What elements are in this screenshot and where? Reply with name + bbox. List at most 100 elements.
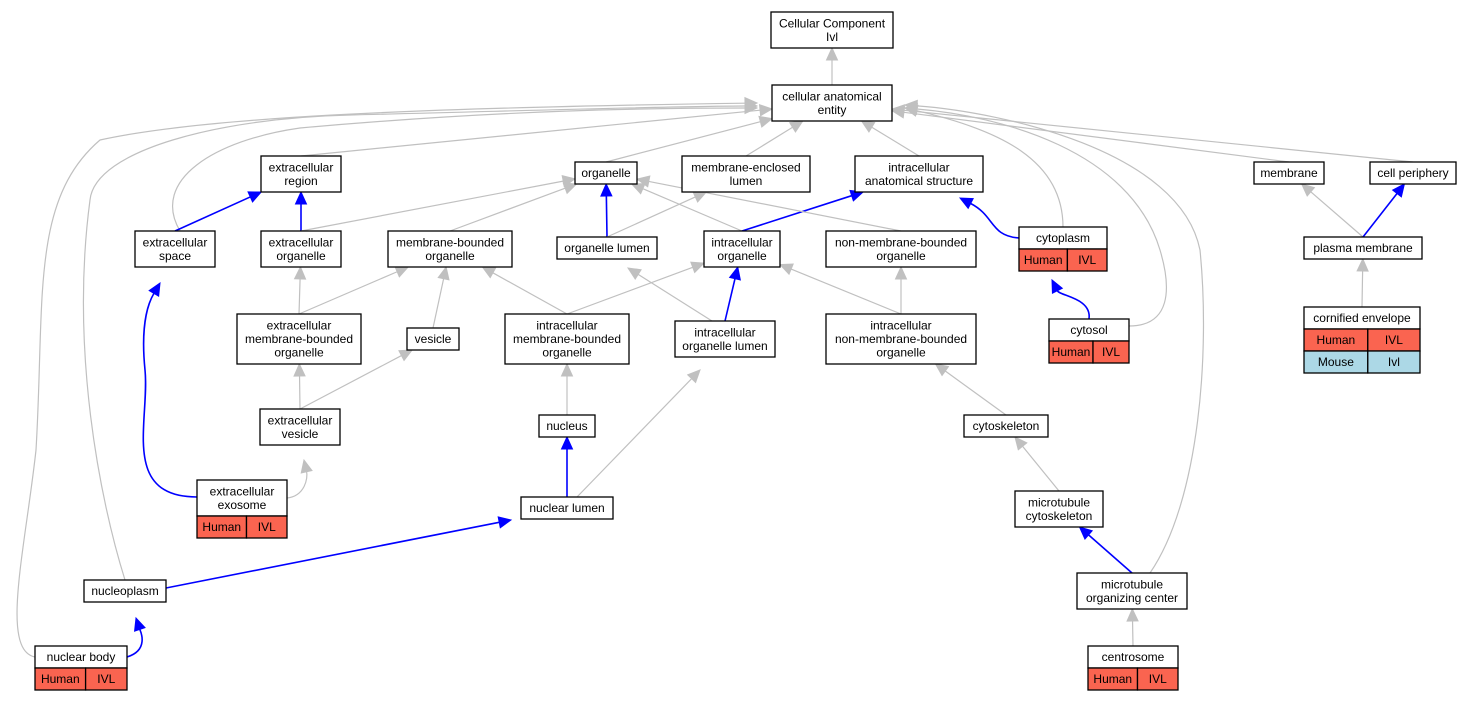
edge-line (286, 471, 308, 499)
edge-organelle-lumen-to-membrane-enclosed-lumen (606, 191, 708, 238)
annotation-species: Human (1093, 672, 1132, 686)
edge-line (871, 126, 920, 157)
node-label: extracellular (210, 484, 275, 498)
node-label: plasma membrane (1313, 241, 1413, 255)
node-label: organelle (876, 346, 926, 360)
edge-line (1088, 534, 1133, 574)
node-box (196, 479, 288, 517)
edge-microtubule-cytoskeleton-to-cytoskeleton (1014, 436, 1060, 492)
edge-plasma-membrane-to-membrane (1300, 183, 1364, 238)
annotation-species: Human (1052, 345, 1091, 359)
edge-cytosol-to-cellular-anatomical-entity (903, 102, 1167, 327)
node-nuclear-lumen[interactable]: nuclear lumen (520, 496, 614, 520)
edge-line (82, 105, 746, 581)
node-box (574, 161, 638, 185)
node-nucleus[interactable]: nucleus (538, 414, 596, 438)
node-label: intracellular (870, 319, 931, 333)
arrowhead (1356, 257, 1369, 272)
edge-line (299, 355, 402, 410)
node-label: entity (818, 103, 847, 117)
edge-membrane-enclosed-lumen-to-cellular-anatomical-entity (745, 120, 804, 157)
node-box (1303, 236, 1423, 260)
edge-line (174, 196, 251, 232)
node-label: cytoplasm (1036, 231, 1090, 245)
node-organelle[interactable]: organelle (574, 161, 638, 185)
arrowhead (497, 516, 513, 529)
arrowhead (728, 265, 741, 281)
arrowhead (1391, 183, 1406, 198)
annotation-cell (1066, 248, 1108, 272)
node-nucleoplasm[interactable]: nucleoplasm (83, 579, 167, 603)
edge-intracellular-membrane-bounded-organelle-to-membrane-bounded-organelle (481, 266, 568, 315)
arrowhead (894, 265, 908, 280)
edge-line (172, 107, 746, 232)
node-label: cell periphery (1377, 166, 1448, 180)
edge-extracellular-membrane-bounded-organelle-to-membrane-bounded-organelle (298, 266, 410, 315)
annotation-gene: Ivl (1388, 355, 1400, 369)
arrowhead (778, 263, 794, 276)
node-label: intracellular (694, 325, 755, 339)
annotation-species: Mouse (1318, 355, 1354, 369)
node-box (556, 236, 658, 260)
arrowhead (133, 616, 146, 632)
node-box (538, 414, 596, 438)
annotation-gene: IVL (1102, 345, 1120, 359)
edge-cellular-anatomical-entity-to-cellular-component (825, 46, 839, 85)
arrowhead (300, 458, 313, 474)
node-box (406, 327, 460, 351)
node-box (963, 414, 1049, 438)
node-label: nucleoplasm (91, 584, 158, 598)
edge-line (300, 109, 761, 157)
edge-extracellular-space-to-extracellular-region (174, 191, 263, 232)
annotation-gene: IVL (1078, 253, 1096, 267)
node-membrane[interactable]: membrane (1253, 161, 1325, 185)
arrowhead (825, 46, 839, 61)
edge-microtubule-organizing-center-to-microtubule-cytoskeleton (1078, 526, 1133, 574)
edge-line (605, 195, 608, 238)
edge-organelle-lumen-to-organelle (600, 182, 613, 238)
node-intracellular-non-membrane-bounded-organelle[interactable]: intracellularnon-membrane-boundedorganel… (825, 313, 977, 365)
node-vesicle[interactable]: vesicle (406, 327, 460, 351)
edge-intracellular-organelle-lumen-to-intracellular-organelle (724, 265, 741, 322)
edge-plasma-membrane-to-cell-periphery (1362, 183, 1406, 238)
edge-organelle-to-cellular-anatomical-entity (605, 115, 774, 163)
node-cell-periphery[interactable]: cell periphery (1369, 161, 1457, 185)
node-organelle-lumen[interactable]: organelle lumen (556, 236, 658, 260)
edge-extracellular-region-to-cellular-anatomical-entity (300, 103, 774, 157)
node-label: membrane-bounded (396, 235, 504, 249)
node-label: nucleus (546, 419, 587, 433)
arrowhead (560, 362, 574, 377)
node-label: Cellular Component (779, 16, 886, 30)
edge-line (605, 121, 761, 163)
edge-extracellular-organelle-to-extracellular-region (294, 190, 308, 231)
node-label: cytoskeleton (1026, 509, 1093, 523)
edge-extracellular-exosome-to-extracellular-vesicle (286, 458, 313, 499)
node-label: nuclear lumen (529, 501, 604, 515)
node-cytoskeleton[interactable]: cytoskeleton (963, 414, 1049, 438)
node-plasma-membrane[interactable]: plasma membrane (1303, 236, 1423, 260)
edge-microtubule-organizing-center-to-cellular-anatomical-entity (903, 99, 1205, 574)
node-box (387, 230, 513, 268)
